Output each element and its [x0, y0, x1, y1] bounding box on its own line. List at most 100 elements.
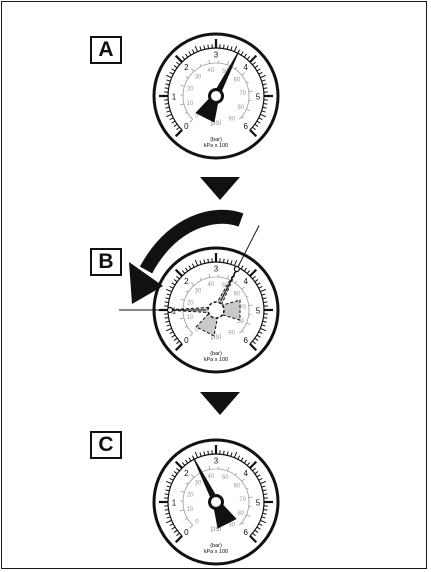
bar-tick	[173, 529, 178, 533]
unit-label-bar: (bar)	[210, 137, 222, 143]
bar-tick	[194, 45, 199, 52]
bar-tick	[261, 516, 266, 519]
bar-tick	[258, 331, 263, 335]
psi-tick	[208, 465, 211, 470]
bar-tick	[254, 337, 259, 341]
bar-tick	[230, 452, 233, 457]
psi-tick	[246, 487, 249, 490]
bar-tick	[252, 532, 256, 537]
bar-tick	[166, 324, 171, 327]
bar-tick	[181, 270, 186, 274]
bar-tick	[243, 53, 247, 58]
bar-tick-label: 1	[172, 499, 177, 508]
needle-hub-center	[211, 497, 221, 507]
bar-tick-label: 2	[184, 469, 189, 478]
psi-tick-label: 10	[186, 101, 193, 107]
bar-tick	[164, 493, 169, 495]
bar-tick	[260, 327, 267, 332]
psi-tick-label: 40	[208, 68, 215, 74]
bar-tick	[263, 493, 268, 495]
bar-tick	[260, 519, 267, 524]
psi-tick	[185, 76, 189, 79]
bar-tick	[173, 123, 178, 127]
psi-tick-label: 0	[195, 114, 199, 120]
psi-tick	[190, 282, 195, 286]
psi-tick-label: 70	[239, 91, 246, 97]
bar-tick	[181, 462, 186, 466]
bar-tick	[199, 452, 202, 457]
bar-tick	[256, 282, 261, 286]
bar-tick	[169, 117, 174, 121]
bar-tick	[166, 110, 171, 113]
bar-tick	[258, 71, 263, 75]
bar-tick	[261, 110, 266, 113]
bar-tick	[263, 317, 268, 319]
step-label-a: A	[90, 36, 122, 64]
psi-tick	[184, 325, 188, 328]
bar-tick-label: 4	[243, 63, 248, 72]
psi-tick-label: 70	[239, 497, 246, 503]
bar-tick	[165, 113, 172, 118]
bar-tick	[262, 106, 267, 109]
bar-tick	[260, 288, 267, 293]
bar-tick	[246, 270, 251, 274]
bar-tick	[263, 103, 268, 105]
bar-tick	[261, 293, 266, 296]
bar-tick-label: 0	[184, 528, 189, 537]
bar-tick	[256, 120, 261, 124]
bar-tick	[176, 61, 180, 66]
bar-tick	[176, 126, 180, 131]
needle-hub-center	[211, 91, 221, 101]
bar-tick	[262, 297, 267, 300]
psi-tick-label: 80	[237, 511, 244, 517]
bar-tick-label: 4	[243, 277, 248, 286]
bar-tick	[256, 68, 261, 72]
bar-tick	[171, 474, 176, 478]
psi-tick-label: 10	[186, 315, 193, 321]
bar-tick	[194, 259, 199, 266]
bar-tick-label: 5	[256, 307, 261, 316]
bar-tick	[199, 46, 202, 51]
bar-tick	[263, 509, 268, 511]
bar-tick	[165, 74, 172, 79]
reference-marker	[166, 306, 174, 314]
psi-tick	[248, 304, 253, 306]
psi-tick-label: 90	[228, 522, 235, 528]
bar-tick	[252, 275, 256, 280]
unit-label-bar: (bar)	[210, 543, 222, 549]
bar-tick	[169, 331, 174, 335]
bar-tick	[176, 467, 180, 472]
psi-tick	[199, 64, 202, 67]
bar-tick	[165, 519, 172, 524]
psi-tick-label: 80	[237, 319, 244, 325]
bar-tick	[166, 293, 171, 296]
psi-tick-label: 90	[228, 330, 235, 336]
bar-tick	[252, 340, 256, 345]
bar-tick-label: 0	[184, 122, 189, 131]
psi-tick	[248, 90, 253, 92]
psi-tick-label: 10	[186, 507, 193, 513]
bar-tick	[176, 532, 180, 537]
psi-tick	[199, 278, 202, 281]
bar-tick	[174, 54, 183, 63]
bar-tick	[260, 480, 267, 485]
bar-tick	[240, 265, 244, 270]
bar-tick	[230, 46, 233, 51]
psi-scale-arc	[182, 62, 250, 120]
bar-tick	[165, 480, 172, 485]
psi-tick	[241, 116, 244, 119]
bar-tick	[169, 477, 174, 481]
bar-tick	[233, 45, 238, 52]
needle-hub	[207, 301, 225, 319]
psi-tick-label: 40	[208, 474, 215, 480]
psi-scale-arc	[182, 276, 250, 334]
bar-tick	[261, 79, 266, 82]
bar-tick	[254, 65, 259, 69]
bar-tick	[173, 65, 178, 69]
psi-tick	[180, 490, 185, 493]
psi-tick	[189, 119, 193, 123]
